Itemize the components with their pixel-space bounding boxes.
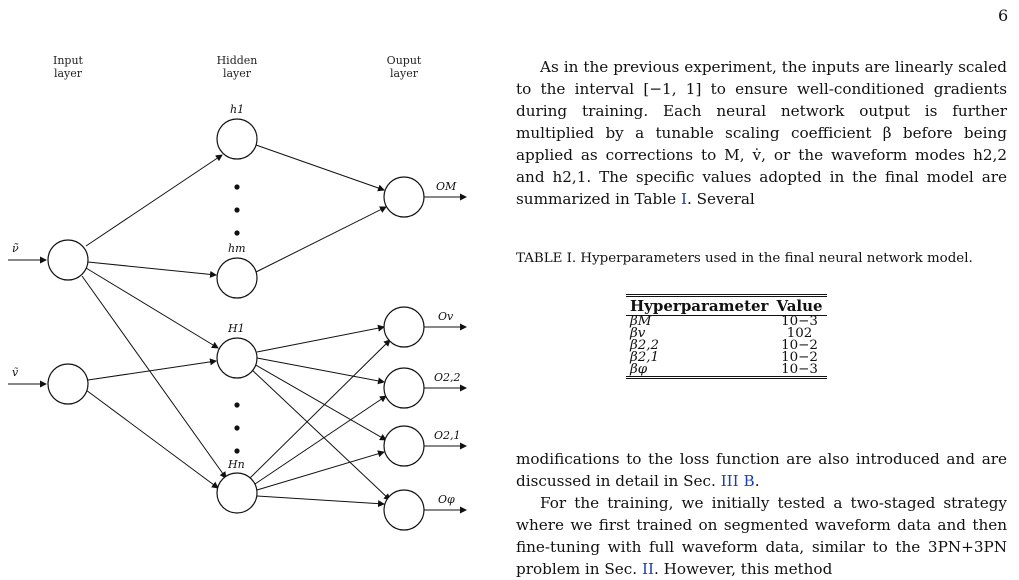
edges-input-hidden (81, 154, 227, 489)
output-node-OM (383, 176, 425, 218)
label-Ophi: Oφ (438, 493, 455, 506)
output-node-O21 (383, 425, 425, 467)
edges-hidden-output (249, 144, 391, 508)
paragraph-3-text: For the training, we initially tested a … (516, 494, 1007, 556)
table-row: βv 102 (626, 326, 827, 341)
paragraph-1-tail: . Several (686, 190, 755, 208)
hidden-node-Hn (216, 472, 258, 514)
value-cell: 10−2 (781, 338, 818, 353)
value-cell: 10−2 (781, 350, 818, 365)
paragraph-2-line1: modifications to the loss function are a… (516, 450, 1007, 490)
output-node-Ophi (383, 489, 425, 531)
input-node-v (47, 363, 89, 405)
paragraph-2-line1-end: . (754, 472, 760, 490)
input-node-nu (47, 239, 89, 281)
value-cell: 10−3 (781, 362, 818, 377)
table-caption: TABLE I. Hyperparameters used in the fin… (516, 251, 973, 266)
param-cell: βM (630, 314, 652, 329)
paragraph-1: As in the previous experiment, the input… (516, 56, 1007, 210)
table-row: βφ 10−3 (626, 362, 827, 378)
param-cell: β2,1 (630, 350, 660, 365)
label-Hn: Hn (227, 458, 245, 471)
table-header-row: Hyperparameter Value (626, 295, 827, 316)
output-arrows (424, 193, 467, 514)
label-Ov: Ov (438, 310, 454, 323)
table-row: β2,1 10−2 (626, 350, 827, 365)
label-h1: h1 (230, 103, 244, 116)
value-cell: 102 (786, 326, 813, 341)
hyperparameter-table: Hyperparameter Value βM 10−3 βv 102 β2,2 10… (626, 294, 827, 379)
output-node-O22 (383, 367, 425, 409)
label-input-nu: ν̃ (12, 242, 19, 255)
table-row: β2,2 10−2 (626, 338, 827, 353)
label-input-v: ṽ (12, 366, 19, 379)
label-OM: OM (436, 180, 457, 193)
ellipsis-dots (234, 184, 240, 454)
header-value: Value (772, 295, 827, 316)
param-cell: βv (630, 326, 646, 341)
table-ref-link[interactable]: I (680, 190, 687, 208)
label-O21: O2,1 (434, 429, 461, 442)
header-hyperparameter: Hyperparameter (626, 295, 773, 316)
label-O22: O2,2 (434, 371, 461, 384)
sec-ref-link[interactable]: III B (720, 472, 755, 490)
hidden-node-hm (216, 257, 258, 299)
page-number: 6 (998, 6, 1009, 25)
paragraph-1-text: As in the previous experiment, the input… (516, 58, 1007, 208)
value-cell: 10−3 (781, 314, 818, 329)
paragraph-2: modifications to the loss function are a… (516, 448, 1007, 580)
param-cell: βφ (630, 362, 648, 377)
label-H1: H1 (227, 322, 245, 335)
hidden-node-h1 (216, 118, 258, 160)
table-row: βM 10−3 (626, 314, 827, 329)
output-node-Ov (383, 306, 425, 348)
param-cell: β2,2 (630, 338, 660, 353)
hidden-node-H1 (216, 337, 258, 379)
label-hm: hm (228, 242, 246, 255)
